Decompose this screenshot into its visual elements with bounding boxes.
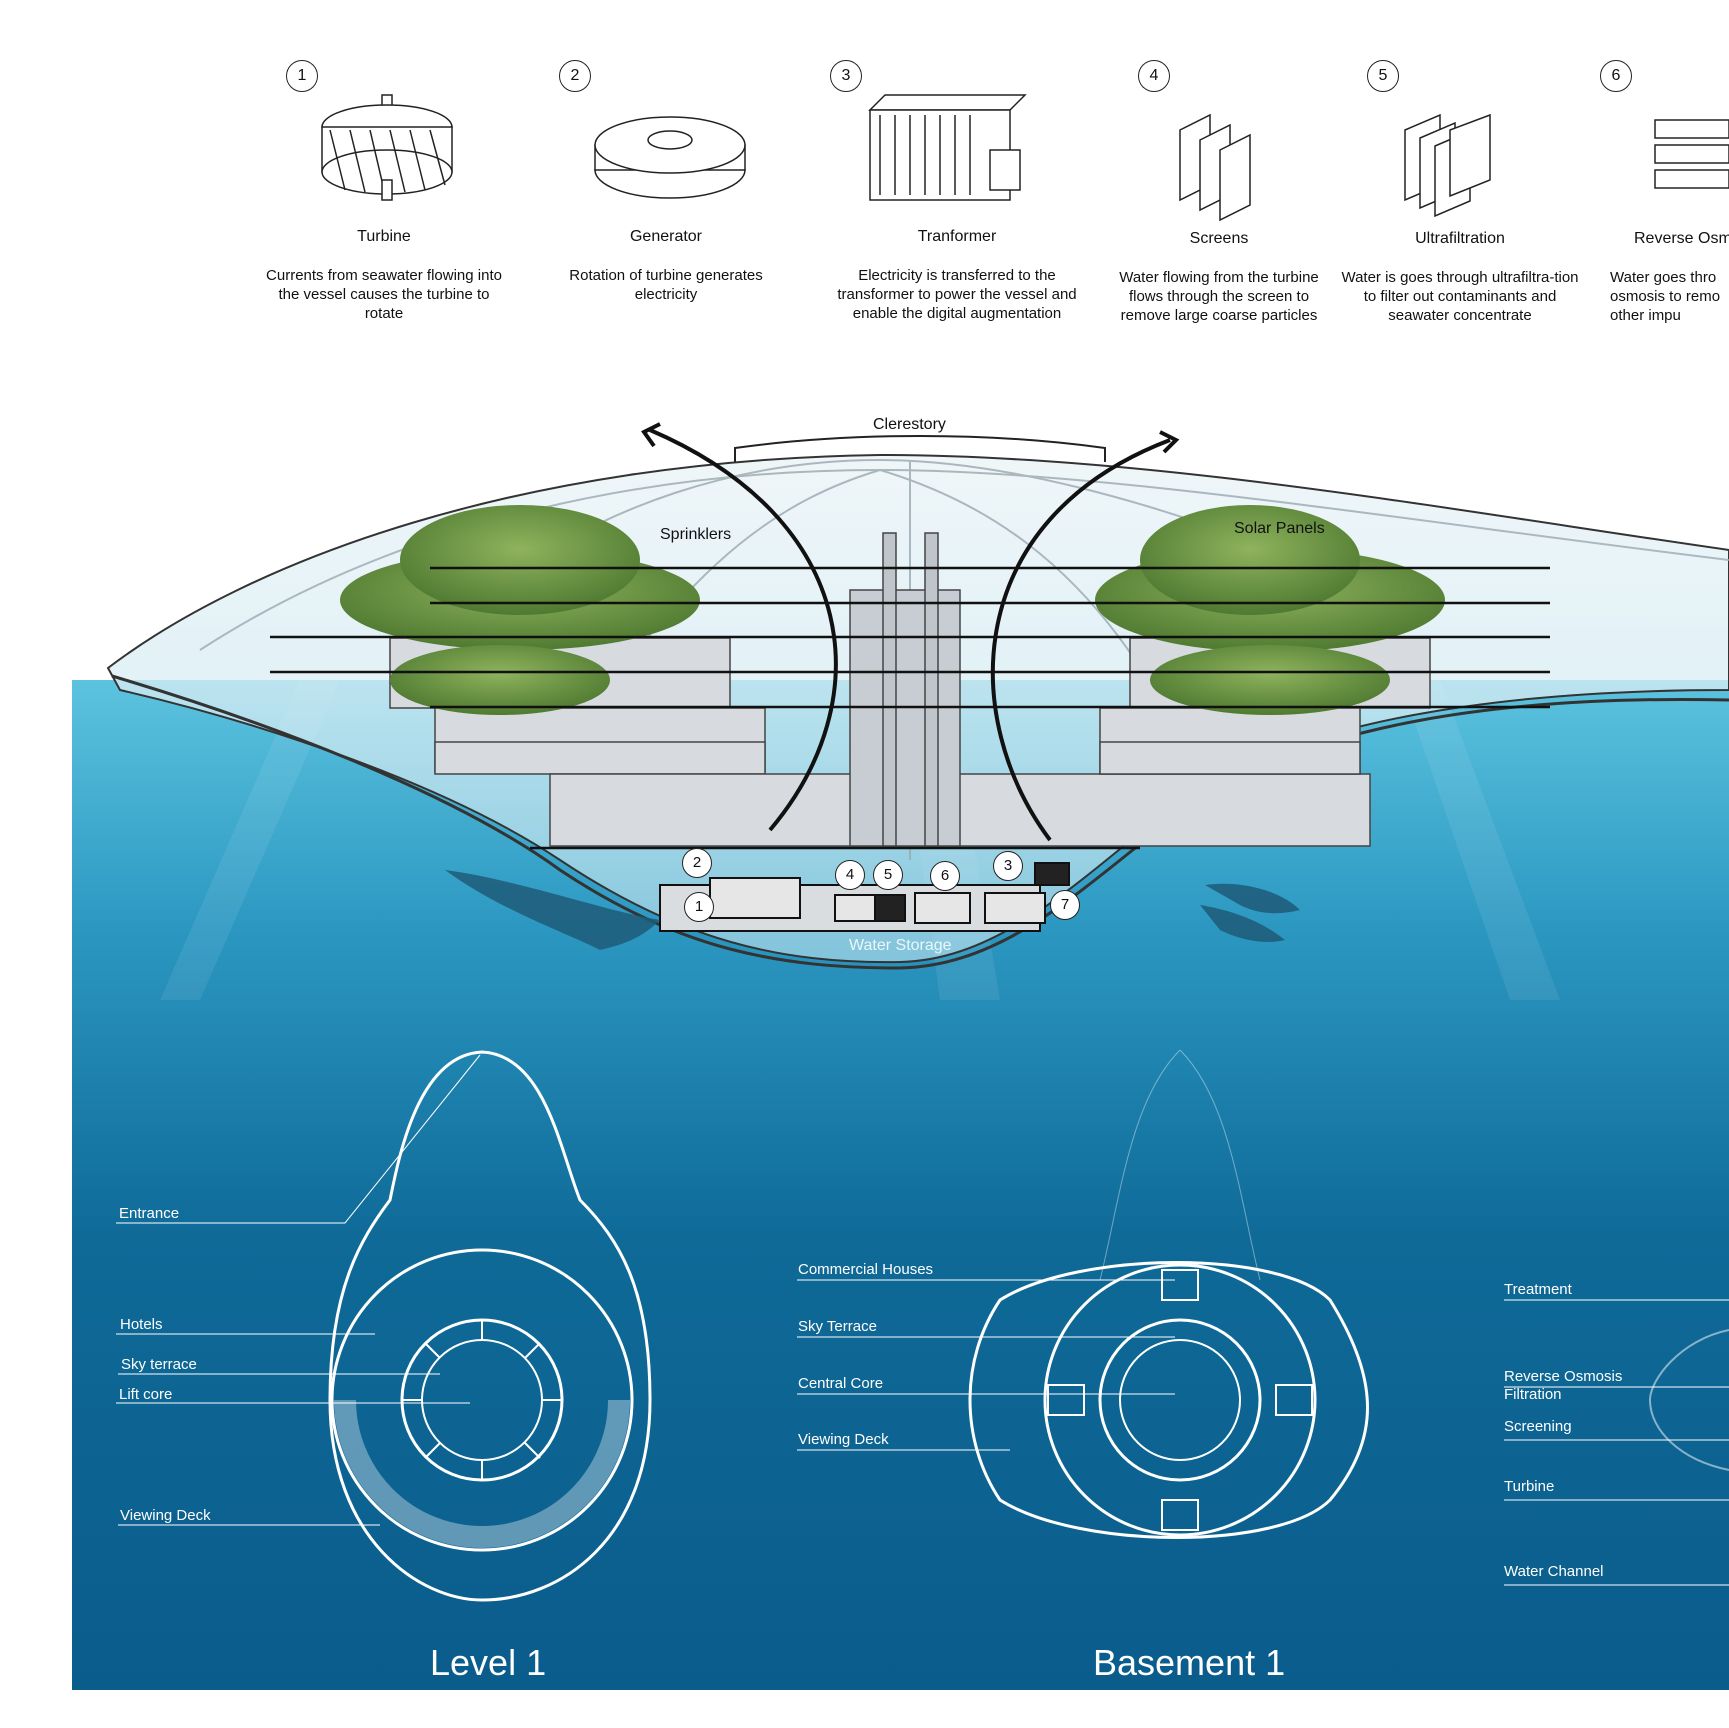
component-6: 6 Reverse Osm Water goes thro osmosis to… xyxy=(1600,60,1729,330)
component-desc-5: Water is goes through ultrafiltra-tion t… xyxy=(1341,269,1579,324)
level1-label-sky-terrace: Sky terrace xyxy=(121,1356,197,1373)
clerestory-label: Clerestory xyxy=(873,416,946,433)
third-label-screening: Screening xyxy=(1504,1418,1572,1435)
component-title-6: Reverse Osm xyxy=(1634,230,1729,247)
component-desc-2: Rotation of turbine generates electricit… xyxy=(569,267,763,303)
level1-title: Level 1 xyxy=(430,1642,547,1683)
generator-icon xyxy=(594,116,746,199)
callout-7: 7 xyxy=(1050,890,1080,920)
turbine-icon xyxy=(321,94,453,201)
third-label-reverse-osmosis: Reverse Osmosis xyxy=(1504,1368,1623,1385)
basement1-plan xyxy=(968,1049,1369,1539)
step-number-3: 3 xyxy=(830,60,862,92)
reverse-osmosis-icon xyxy=(1654,119,1729,189)
basement1-label-commercial-houses: Commercial Houses xyxy=(798,1261,934,1278)
component-4: 4 Screens Water flowing from the turbine… xyxy=(1110,60,1328,330)
level1-label-hotels: Hotels xyxy=(120,1316,163,1333)
level1-label-viewing-deck: Viewing Deck xyxy=(120,1507,211,1524)
third-plan xyxy=(1648,1329,1729,1471)
third-label-treatment: Treatment xyxy=(1504,1281,1572,1298)
third-label-water-channel: Water Channel xyxy=(1504,1563,1604,1580)
level1-plan xyxy=(328,1050,652,1602)
component-desc-6: Water goes thro osmosis to remo other im… xyxy=(1610,269,1721,324)
component-title-5: Ultrafiltration xyxy=(1415,230,1505,247)
component-title-4: Screens xyxy=(1189,230,1249,247)
basement1-label-sky-terrace: Sky Terrace xyxy=(798,1318,877,1335)
basement1-title: Basement 1 xyxy=(1093,1642,1286,1683)
airflow-arrows xyxy=(641,422,1180,842)
water-storage-label: Water Storage xyxy=(849,937,952,954)
level1-label-entrance: Entrance xyxy=(119,1205,180,1222)
louver-lines xyxy=(270,566,1550,850)
step-number-5: 5 xyxy=(1367,60,1399,92)
component-title-1: Turbine xyxy=(357,228,411,245)
basement1-label-central-core: Central Core xyxy=(798,1375,884,1392)
component-title-2: Generator xyxy=(629,228,703,245)
component-2: 2 Generator Rotation of turbine generate… xyxy=(556,60,776,330)
component-desc-3: Electricity is transferred to the transf… xyxy=(837,267,1077,322)
callout-1: 1 xyxy=(684,892,714,922)
leader-lines xyxy=(116,1054,1729,1586)
component-3: 3 Tranformer Electricity is transferred … xyxy=(825,60,1089,330)
solar-panels-label: Solar Panels xyxy=(1234,520,1325,537)
clerestory-outline xyxy=(734,435,1106,462)
component-title-3: Tranformer xyxy=(917,228,997,245)
machinery xyxy=(659,862,1070,932)
ultrafiltration-icon xyxy=(1404,113,1491,218)
component-1: 1 Turbine Currents from seawater flowing… xyxy=(262,60,506,330)
callout-3: 3 xyxy=(993,851,1023,881)
dolphins xyxy=(445,870,1300,950)
transformer-icon xyxy=(868,94,1027,201)
basement1-label-viewing-deck: Viewing Deck xyxy=(798,1431,889,1448)
step-number-1: 1 xyxy=(286,60,318,92)
step-number-4: 4 xyxy=(1138,60,1170,92)
component-desc-1: Currents from seawater flowing into the … xyxy=(266,267,502,322)
sprinklers-label: Sprinklers xyxy=(660,526,732,543)
third-label-filtration: Filtration xyxy=(1504,1386,1562,1403)
callout-6: 6 xyxy=(930,861,960,891)
callout-2: 2 xyxy=(682,848,712,878)
level1-label-lift-core: Lift core xyxy=(119,1386,173,1403)
step-number-2: 2 xyxy=(559,60,591,92)
trees xyxy=(340,505,1445,715)
screens-icon xyxy=(1179,113,1251,222)
callout-5: 5 xyxy=(873,860,903,890)
component-desc-4: Water flowing from the turbine flows thr… xyxy=(1119,269,1319,324)
step-number-6: 6 xyxy=(1600,60,1632,92)
component-5: 5 Ultrafiltration Water is goes through … xyxy=(1340,60,1580,330)
third-label-turbine: Turbine xyxy=(1504,1478,1555,1495)
callout-4: 4 xyxy=(835,860,865,890)
